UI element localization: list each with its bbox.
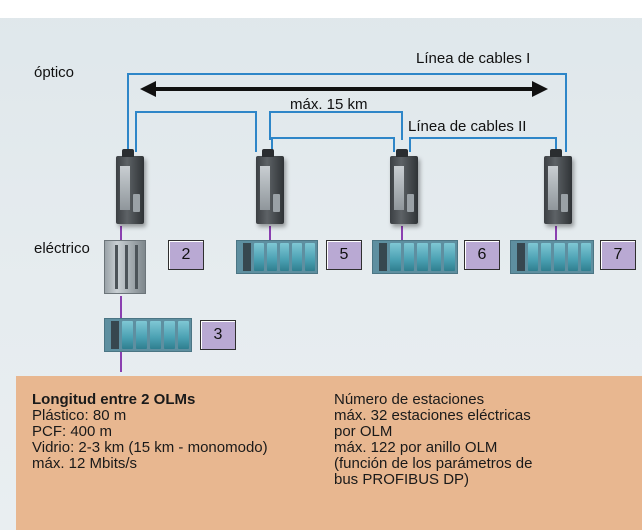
station-count-column: Número de estaciones máx. 32 estaciones … — [334, 392, 532, 488]
station-5-rack — [236, 240, 318, 274]
label-cable-line-1: Línea de cables I — [416, 50, 531, 67]
station-number-7: 7 — [600, 240, 636, 270]
label-distance: máx. 15 km — [290, 96, 368, 113]
station-number-2: 2 — [168, 240, 204, 270]
fiber-link-2-3 — [269, 111, 403, 140]
olm-length-line: máx. 12 Mbits/s — [32, 455, 138, 472]
label-optical: óptico — [34, 64, 75, 81]
olm-length-line: Plástico: 80 m — [32, 407, 127, 424]
station-3-rack — [104, 318, 192, 352]
station-number-3: 3 — [200, 320, 236, 350]
info-panel: Longitud entre 2 OLMs Plástico: 80 m PCF… — [16, 376, 642, 530]
label-electrical: eléctrico — [34, 240, 90, 257]
olm-to-station-links — [269, 226, 557, 240]
station-2-device — [104, 240, 146, 294]
station-count-line: bus PROFIBUS DP) — [334, 471, 470, 488]
station-count-line: máx. 32 estaciones eléctricas — [334, 407, 531, 424]
station-6-rack — [372, 240, 458, 274]
station-number-5: 5 — [326, 240, 362, 270]
olm-device-1 — [116, 149, 144, 224]
station-count-title: Número de estaciones — [334, 391, 485, 408]
arrowhead-left — [140, 81, 156, 97]
label-cable-line-2: Línea de cables II — [408, 118, 527, 135]
olm-length-line: PCF: 400 m — [32, 423, 113, 440]
olm-length-column: Longitud entre 2 OLMs Plástico: 80 m PCF… — [32, 392, 268, 472]
station-count-line: máx. 122 por anillo OLM — [334, 439, 498, 456]
station-7-rack — [510, 240, 594, 274]
station-count-line: por OLM — [334, 423, 393, 440]
olm-length-line: Vidrio: 2-3 km (15 km - monomodo) — [32, 439, 268, 456]
olm-device-3 — [390, 149, 418, 224]
olm-device-4 — [544, 149, 572, 224]
station-count-line: (función de los parámetros de — [334, 455, 533, 472]
arrowhead-right — [532, 81, 548, 97]
olm-device-2 — [256, 149, 284, 224]
olm-length-title: Longitud entre 2 OLMs — [32, 391, 196, 408]
fiber-line-2 — [135, 111, 557, 152]
top-margin — [0, 0, 642, 18]
fiber-line-1 — [127, 73, 567, 152]
station-number-6: 6 — [464, 240, 500, 270]
